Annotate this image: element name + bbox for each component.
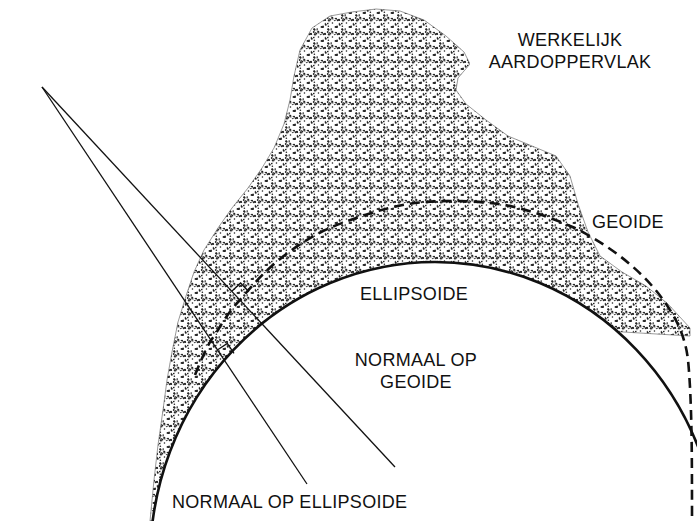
right-angle-mark [217, 343, 234, 353]
geoid-label: GEOIDE [592, 212, 664, 234]
ellipsoid-normal-label: NORMAAL OP ELLIPSOIDE [172, 492, 407, 514]
ellipsoid-outline [150, 262, 697, 521]
ellipsoid-label: ELLIPSOIDE [360, 284, 468, 306]
geoid-outline [195, 201, 692, 521]
ellipsoid-normal [42, 87, 307, 484]
geoid-normal [42, 87, 395, 467]
geoid-normal-label: NORMAAL OP GEOIDE [346, 350, 486, 393]
surface-label: WERKELIJK AARDOPPERVLAK [470, 30, 670, 73]
right-angle-mark [232, 283, 249, 292]
